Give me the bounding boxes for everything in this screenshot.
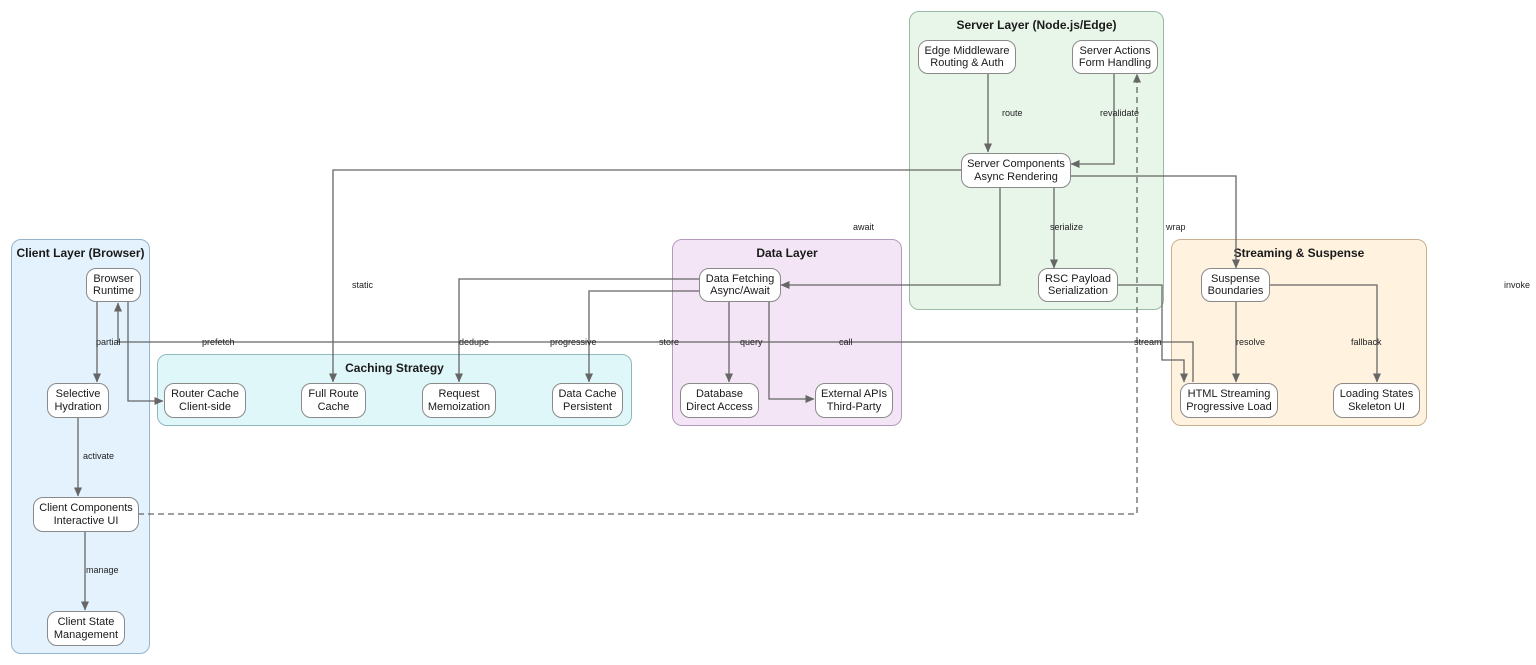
edge-label-store: store — [659, 337, 679, 347]
cluster-title-streaming: Streaming & Suspense — [1233, 246, 1365, 260]
edge-label-invoke: invoke — [1504, 280, 1530, 290]
node-request-memoization[interactable]: Request Memoization — [422, 383, 496, 418]
node-line1: Edge Middleware — [924, 44, 1010, 57]
node-client-state[interactable]: Client State Management — [47, 611, 125, 646]
node-full-route-cache[interactable]: Full Route Cache — [301, 383, 366, 418]
edge-label-activate: activate — [83, 451, 114, 461]
node-edge-middleware[interactable]: Edge Middleware Routing & Auth — [918, 40, 1016, 74]
node-line1: RSC Payload — [1044, 272, 1112, 285]
node-line1: External APIs — [820, 388, 888, 400]
node-line1: Browser — [93, 272, 134, 285]
node-line2: Persistent — [563, 400, 612, 413]
node-loading-states[interactable]: Loading States Skeleton UI — [1333, 383, 1420, 418]
node-line1: Data Fetching — [705, 272, 775, 285]
edge-wrap — [1071, 175, 1240, 269]
edge-label-manage: manage — [86, 565, 119, 575]
node-line1: Database — [695, 388, 744, 400]
node-line1: Suspense — [1211, 272, 1260, 285]
node-line2: Form Handling — [1078, 57, 1152, 69]
node-line2: Routing & Auth — [930, 57, 1004, 69]
node-data-fetching[interactable]: Data Fetching Async/Await — [699, 268, 781, 302]
cluster-title-client: Client Layer (Browser) — [16, 246, 145, 260]
node-rsc-payload[interactable]: RSC Payload Serialization — [1038, 268, 1118, 302]
node-line2: Serialization — [1048, 285, 1108, 297]
cluster-title-caching: Caching Strategy — [345, 361, 444, 375]
edge-call — [768, 302, 815, 403]
edge-label-query: query — [740, 337, 763, 347]
node-line1: Server Components — [967, 158, 1065, 170]
node-line2: Skeleton UI — [1348, 400, 1405, 413]
edge-dedupe — [455, 278, 699, 383]
node-server-components[interactable]: Server Components Async Rendering — [961, 153, 1071, 188]
edge-fallback — [1269, 284, 1381, 383]
node-line2: Interactive UI — [53, 514, 119, 527]
node-line2: Management — [53, 628, 119, 641]
node-line1: Client Components — [39, 502, 133, 514]
node-line1: HTML Streaming — [1187, 388, 1271, 400]
node-line1: Server Actions — [1079, 44, 1151, 57]
node-line2: Direct Access — [686, 400, 753, 413]
node-line2: Async Rendering — [974, 170, 1058, 183]
node-external-apis[interactable]: External APIs Third-Party — [815, 383, 893, 418]
node-line1: Router Cache — [171, 388, 239, 400]
node-client-components[interactable]: Client Components Interactive UI — [33, 497, 139, 532]
node-line2: Cache — [317, 400, 350, 413]
edge-label-call: call — [839, 337, 853, 347]
edge-await — [780, 188, 1001, 289]
edge-label-partial: partial — [96, 337, 121, 347]
edge-label-fallback: fallback — [1351, 337, 1382, 347]
edge-label-serialize: serialize — [1050, 222, 1083, 232]
node-line2: Boundaries — [1207, 285, 1264, 297]
node-line2: Progressive Load — [1186, 400, 1272, 413]
node-router-cache[interactable]: Router Cache Client-side — [164, 383, 246, 418]
node-line2: Memoization — [427, 400, 491, 413]
edge-progressive — [585, 290, 699, 383]
edge-label-resolve: resolve — [1236, 337, 1265, 347]
edge-label-wrap: wrap — [1165, 222, 1186, 232]
edge-invoke — [138, 73, 1141, 515]
cluster-title-data: Data Layer — [756, 246, 818, 260]
edge-label-prefetch: prefetch — [202, 337, 235, 347]
node-server-actions[interactable]: Server Actions Form Handling — [1072, 40, 1158, 74]
edge-label-await: await — [853, 222, 875, 232]
edge-label-static: static — [352, 280, 374, 290]
node-line2: Async/Await — [710, 285, 770, 297]
edge-label-stream: stream — [1134, 337, 1162, 347]
node-selective-hydration[interactable]: Selective Hydration — [47, 383, 109, 418]
edge-static — [329, 169, 961, 383]
edge-store — [114, 302, 1194, 382]
node-line2: Third-Party — [826, 400, 882, 413]
node-browser-runtime[interactable]: Browser Runtime — [86, 268, 141, 302]
node-data-cache[interactable]: Data Cache Persistent — [552, 383, 623, 418]
node-line2: Hydration — [54, 400, 102, 413]
edge-revalidate — [1070, 74, 1115, 168]
edge-label-dedupe: dedupe — [459, 337, 489, 347]
edge-label-route: route — [1002, 108, 1023, 118]
cluster-client-layer: Client Layer (Browser) — [11, 239, 150, 654]
edge-stream — [1118, 284, 1188, 383]
node-line1: Data Cache — [558, 388, 617, 400]
node-line1: Client State — [57, 616, 115, 628]
node-database[interactable]: Database Direct Access — [680, 383, 759, 418]
cluster-title-server: Server Layer (Node.js/Edge) — [956, 18, 1117, 32]
node-line1: Full Route — [308, 388, 359, 400]
edge-label-revalidate: revalidate — [1100, 108, 1139, 118]
edge-prefetch — [127, 302, 164, 405]
node-suspense-boundaries[interactable]: Suspense Boundaries — [1201, 268, 1270, 302]
node-line1: Request — [438, 388, 480, 400]
node-line2: Runtime — [93, 285, 134, 297]
node-line1: Loading States — [1339, 388, 1414, 400]
node-line1: Selective — [55, 388, 101, 400]
node-line2: Client-side — [179, 400, 231, 413]
edge-label-progressive: progressive — [550, 337, 597, 347]
node-html-streaming[interactable]: HTML Streaming Progressive Load — [1180, 383, 1278, 418]
